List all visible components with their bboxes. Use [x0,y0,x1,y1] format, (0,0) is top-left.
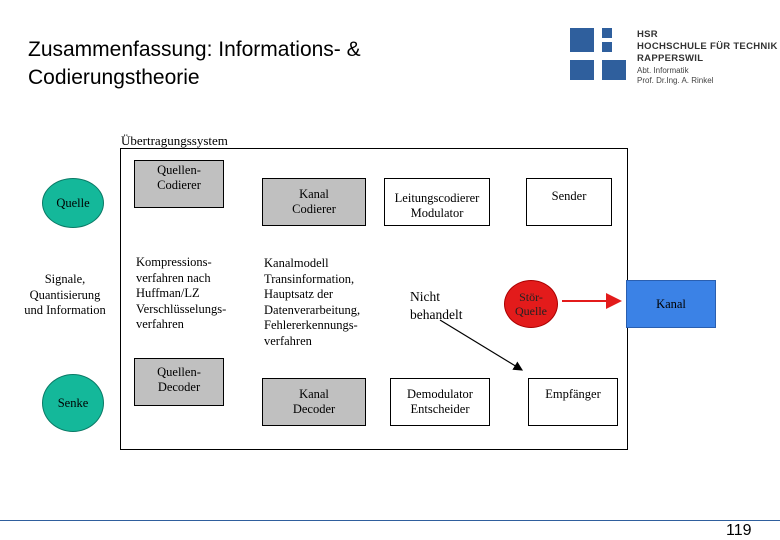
not-covered-text: Nicht behandelt [410,289,463,322]
source-node: Quelle [42,178,104,228]
title-line-1: Zusammenfassung: Informations- & [28,38,361,61]
sender-box: Sender [526,178,612,226]
receiver-box: Empfänger [528,378,618,426]
author-info: Abt. Informatik Prof. Dr.Ing. A. Rinkel [637,66,714,85]
quellen-decoder-box: Quellen- Decoder [134,358,224,406]
title-line-2: Codierungstheorie [28,66,200,89]
leitungscodierer-box: Leitungscodierer Modulator [384,178,490,226]
page-title: Zusammenfassung: Informations- & Codieru… [28,36,528,92]
hsr-logo [570,28,630,82]
compression-text: Kompressions- verfahren nach Huffman/LZ … [136,255,227,331]
page-number: 119 [726,522,752,539]
noise-source-node: Stör- Quelle [504,280,558,328]
signale-text: Signale, Quantisierung und Information [24,272,106,317]
institution-name: HSR HOCHSCHULE FÜR TECHNIK RAPPERSWIL [637,29,778,64]
channel-box: Kanal [626,280,716,328]
quellen-codierer-box: Quellen- Codierer [134,160,224,208]
footer-divider [0,520,780,521]
channel-model-text: Kanalmodell Transinformation, Hauptsatz … [264,256,361,348]
sink-node: Senke [42,374,104,432]
kanal-codierer-box: Kanal Codierer [262,178,366,226]
kanal-decoder-box: Kanal Decoder [262,378,366,426]
demodulator-box: Demodulator Entscheider [390,378,490,426]
pointer-line [439,319,524,371]
system-label: Übertragungssystem [121,133,228,148]
